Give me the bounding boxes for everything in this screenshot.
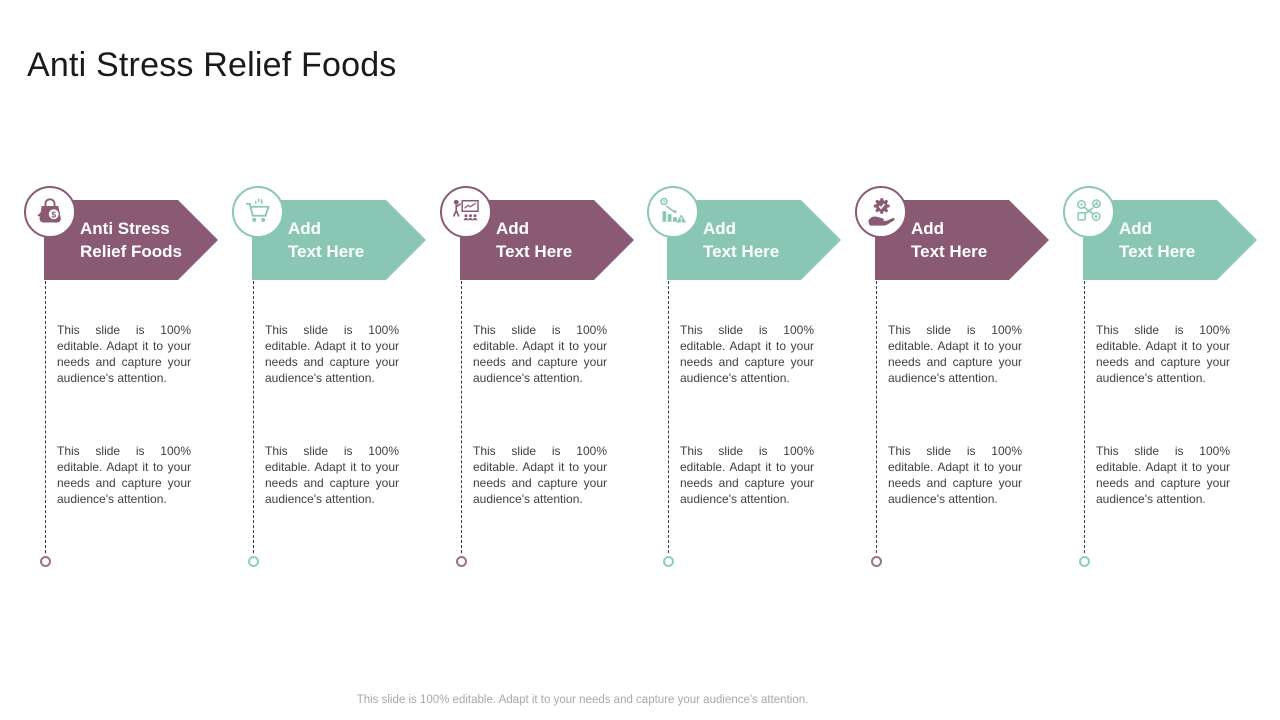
connector-end-ring bbox=[456, 556, 467, 567]
process-step-5: Add Text Here This slide is 100% editabl… bbox=[855, 186, 1063, 586]
connector-dashed-line bbox=[461, 281, 462, 553]
process-step-3: Add Text Here This slide is 100% editabl… bbox=[440, 186, 648, 586]
footer-note[interactable]: This slide is 100% editable. Adapt it to… bbox=[356, 694, 809, 706]
network-icon bbox=[1063, 186, 1115, 238]
connector-dashed-line bbox=[1084, 281, 1085, 553]
step-description[interactable]: This slide is 100% editable. Adapt it to… bbox=[680, 444, 814, 506]
step-description[interactable]: This slide is 100% editable. Adapt it to… bbox=[888, 444, 1022, 506]
step-label: Add Text Here bbox=[911, 219, 988, 261]
connector-end-ring bbox=[1079, 556, 1090, 567]
shopping-cart-icon bbox=[232, 186, 284, 238]
process-step-2: Add Text Here This slide is 100% editabl… bbox=[232, 186, 440, 586]
connector-dashed-line bbox=[45, 281, 46, 553]
money-bag-icon: $ bbox=[24, 186, 76, 238]
step-label: Add Text Here bbox=[288, 219, 365, 261]
step-description[interactable]: This slide is 100% editable. Adapt it to… bbox=[265, 444, 399, 506]
step-description[interactable]: This slide is 100% editable. Adapt it to… bbox=[57, 323, 191, 385]
step-label: Anti Stress Relief Foods bbox=[80, 219, 183, 261]
step-label: Add Text Here bbox=[1119, 219, 1196, 261]
connector-end-ring bbox=[663, 556, 674, 567]
page-title[interactable]: Anti Stress Relief Foods bbox=[27, 45, 397, 84]
process-step-1: Anti Stress Relief Foods $ This slide is… bbox=[24, 186, 232, 586]
step-description[interactable]: This slide is 100% editable. Adapt it to… bbox=[473, 323, 607, 385]
connector-dashed-line bbox=[876, 281, 877, 553]
step-description[interactable]: This slide is 100% editable. Adapt it to… bbox=[1096, 444, 1230, 506]
step-label: Add Text Here bbox=[703, 219, 780, 261]
step-description[interactable]: This slide is 100% editable. Adapt it to… bbox=[265, 323, 399, 385]
step-description[interactable]: This slide is 100% editable. Adapt it to… bbox=[680, 323, 814, 385]
connector-dashed-line bbox=[253, 281, 254, 553]
step-description[interactable]: This slide is 100% editable. Adapt it to… bbox=[57, 444, 191, 506]
connector-end-ring bbox=[248, 556, 259, 567]
connector-end-ring bbox=[871, 556, 882, 567]
step-description[interactable]: This slide is 100% editable. Adapt it to… bbox=[473, 444, 607, 506]
hand-gear-icon bbox=[855, 186, 907, 238]
presentation-icon bbox=[440, 186, 492, 238]
process-step-6: Add Text Here This slide is 100% editabl… bbox=[1063, 186, 1271, 586]
process-step-4: Add Text Here This slide is 100% editabl… bbox=[647, 186, 855, 586]
step-description[interactable]: This slide is 100% editable. Adapt it to… bbox=[888, 323, 1022, 385]
declining-chart-icon bbox=[647, 186, 699, 238]
step-description[interactable]: This slide is 100% editable. Adapt it to… bbox=[1096, 323, 1230, 385]
connector-end-ring bbox=[40, 556, 51, 567]
svg-text:$: $ bbox=[51, 210, 56, 219]
step-label: Add Text Here bbox=[496, 219, 573, 261]
connector-dashed-line bbox=[668, 281, 669, 553]
